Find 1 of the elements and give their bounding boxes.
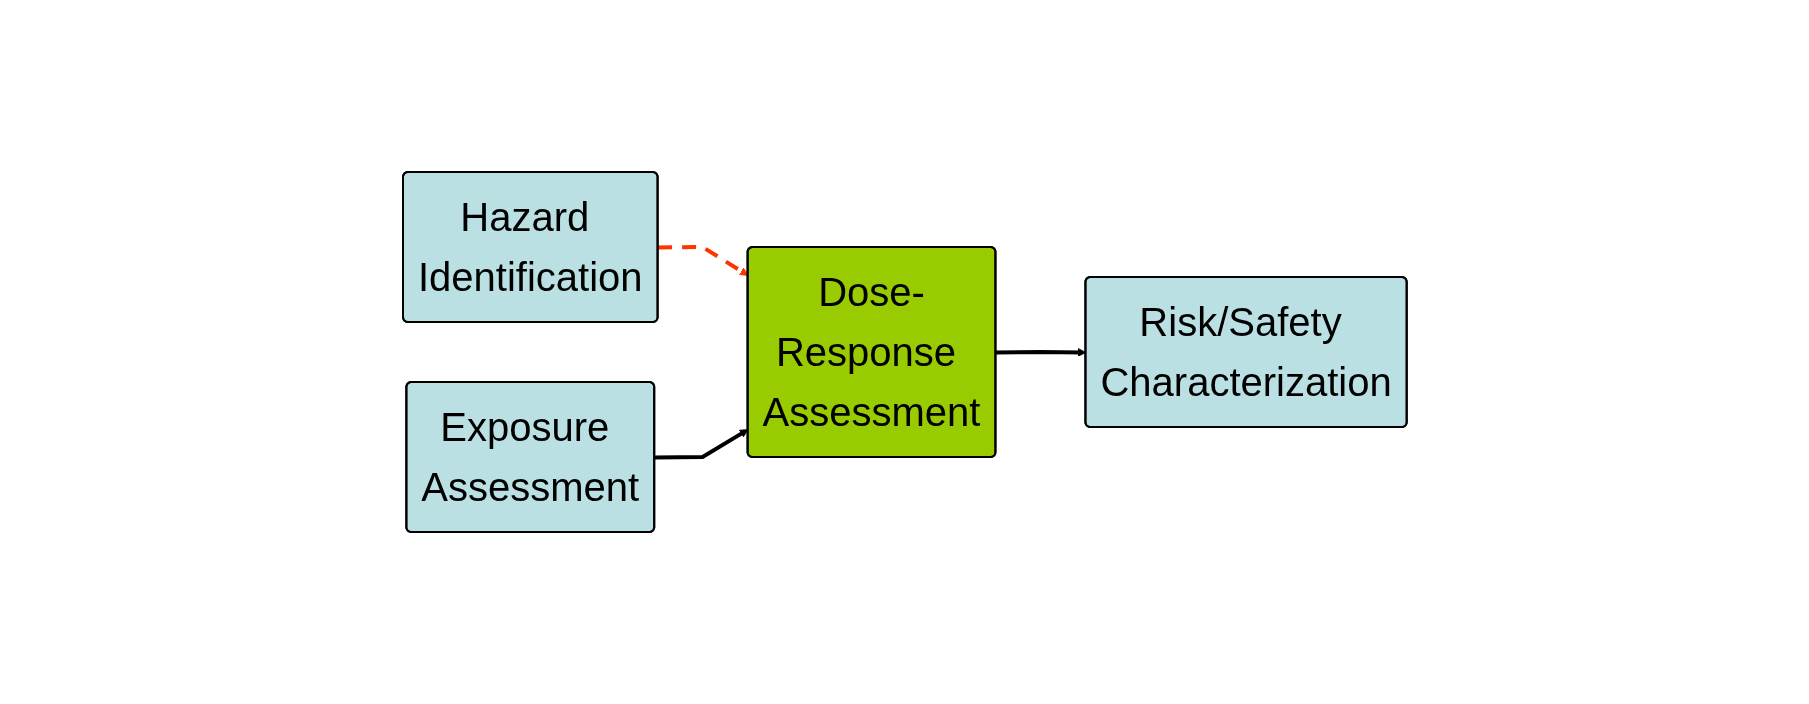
arrow <box>995 348 1086 357</box>
